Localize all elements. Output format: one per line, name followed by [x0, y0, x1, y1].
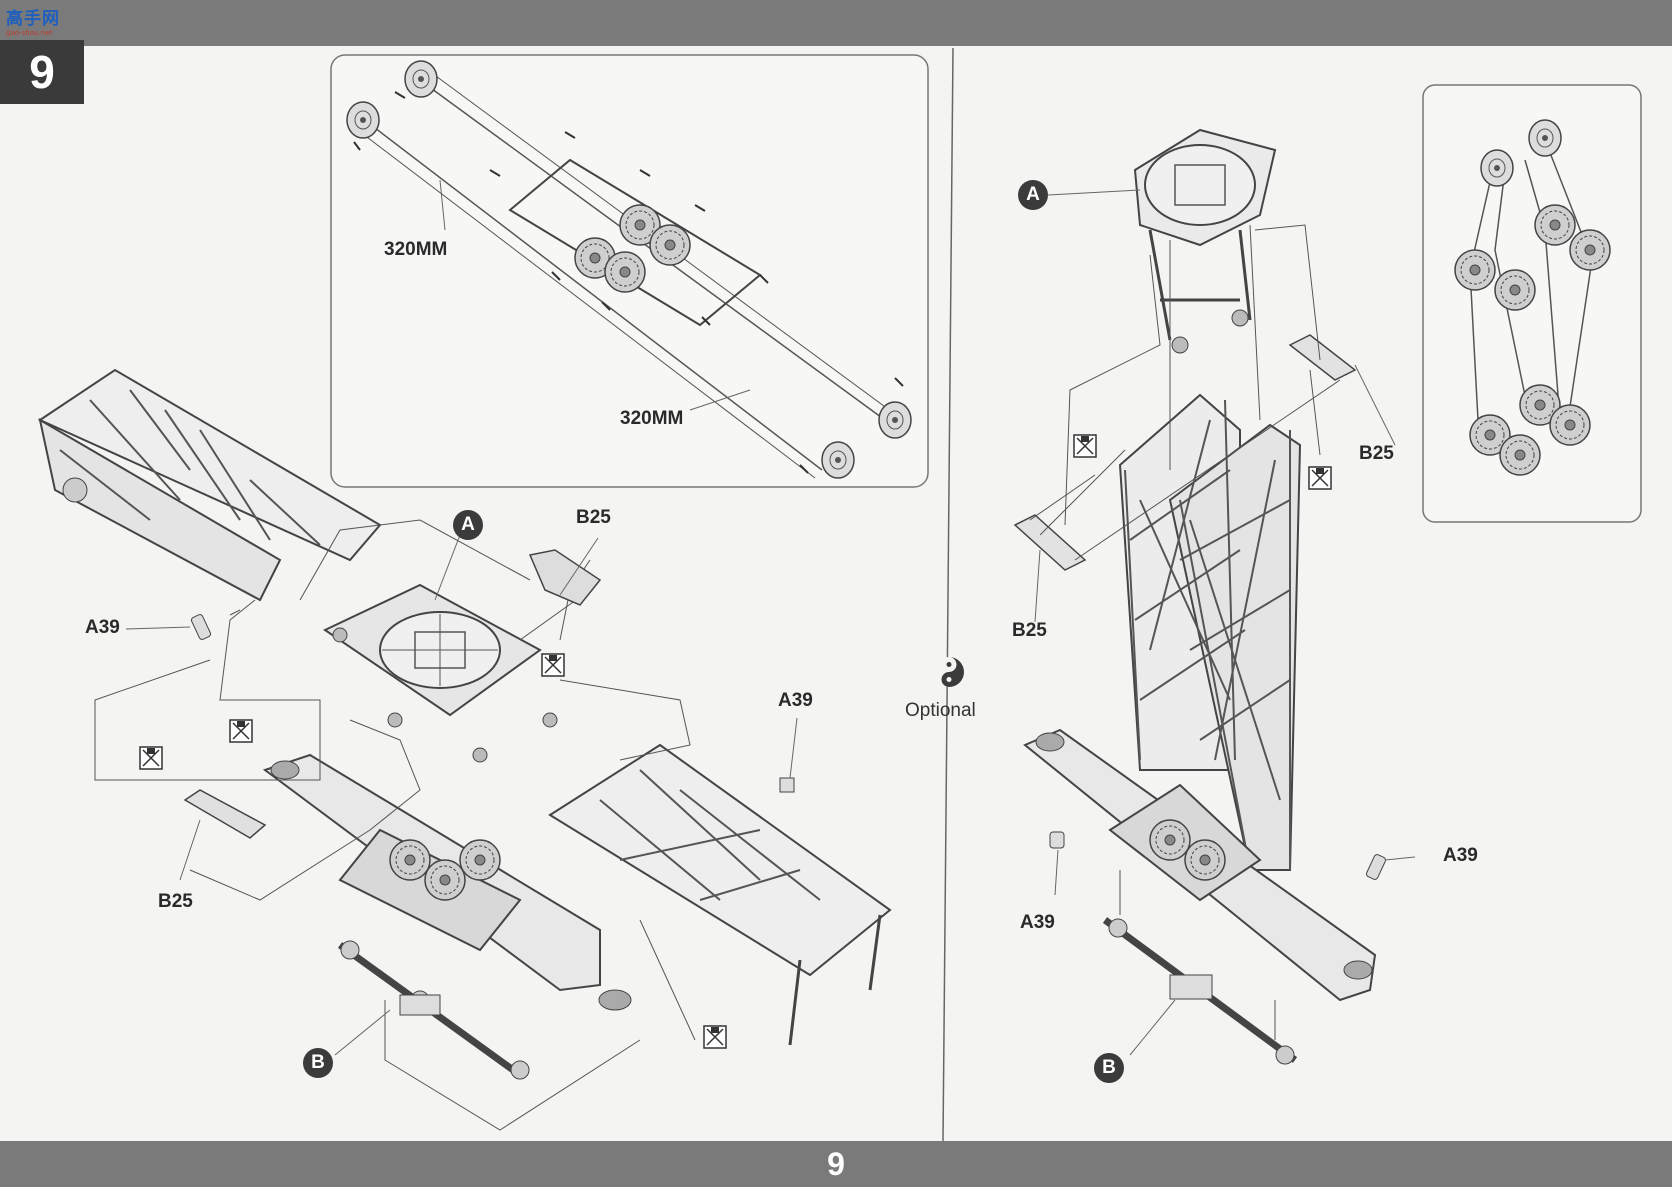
part-label-b-right: B	[1094, 1053, 1124, 1083]
logo-text: 高手网	[6, 9, 60, 29]
left-boom-upper	[37, 368, 382, 602]
left-chassis	[183, 753, 632, 1011]
right-axle	[1102, 917, 1298, 1065]
part-label-b25-right: B25	[1359, 443, 1394, 464]
part-label-a-left: A	[453, 510, 483, 540]
part-label-b25-left-right-page: B25	[1012, 620, 1047, 641]
label-leader-lines	[125, 189, 1416, 1056]
part-label-a39-left-right-page: A39	[1020, 912, 1055, 933]
step-number-badge: 9	[0, 40, 84, 104]
right-chassis	[1023, 728, 1377, 1002]
part-label-b25-top-left: B25	[576, 507, 611, 528]
optional-label: Optional	[905, 700, 976, 721]
cable-detail-inset	[330, 54, 929, 488]
logo-subtext: gao-shou.net	[6, 29, 53, 37]
part-label-b-left: B	[303, 1048, 333, 1078]
part-label-a39-right: A39	[1443, 845, 1478, 866]
page-number: 9	[827, 1146, 845, 1182]
left-guide-lines	[94, 519, 696, 1131]
part-label-a39-left: A39	[85, 617, 120, 638]
right-tower	[1118, 393, 1302, 871]
cable-detail-inset-right	[1422, 84, 1642, 523]
left-boom-lower	[548, 743, 892, 1046]
label-cable-length-upper: 320MM	[384, 239, 448, 260]
right-crossbeams	[1013, 334, 1357, 571]
right-turntable	[1133, 128, 1277, 354]
part-label-a39-right-left-page: A39	[778, 690, 813, 711]
left-axle	[337, 940, 530, 1080]
part-label-a-right: A	[1018, 180, 1048, 210]
watermark-logo: 高手网 gao-shou.net	[6, 4, 84, 40]
label-cable-length-lower: 320MM	[620, 408, 684, 429]
left-turntable	[322, 583, 558, 763]
right-guide-lines	[1029, 224, 1341, 1040]
top-bar	[0, 0, 1672, 46]
bottom-bar	[0, 1141, 1672, 1187]
optional-symbol	[934, 657, 964, 687]
part-label-b25-bottom-left: B25	[158, 891, 193, 912]
